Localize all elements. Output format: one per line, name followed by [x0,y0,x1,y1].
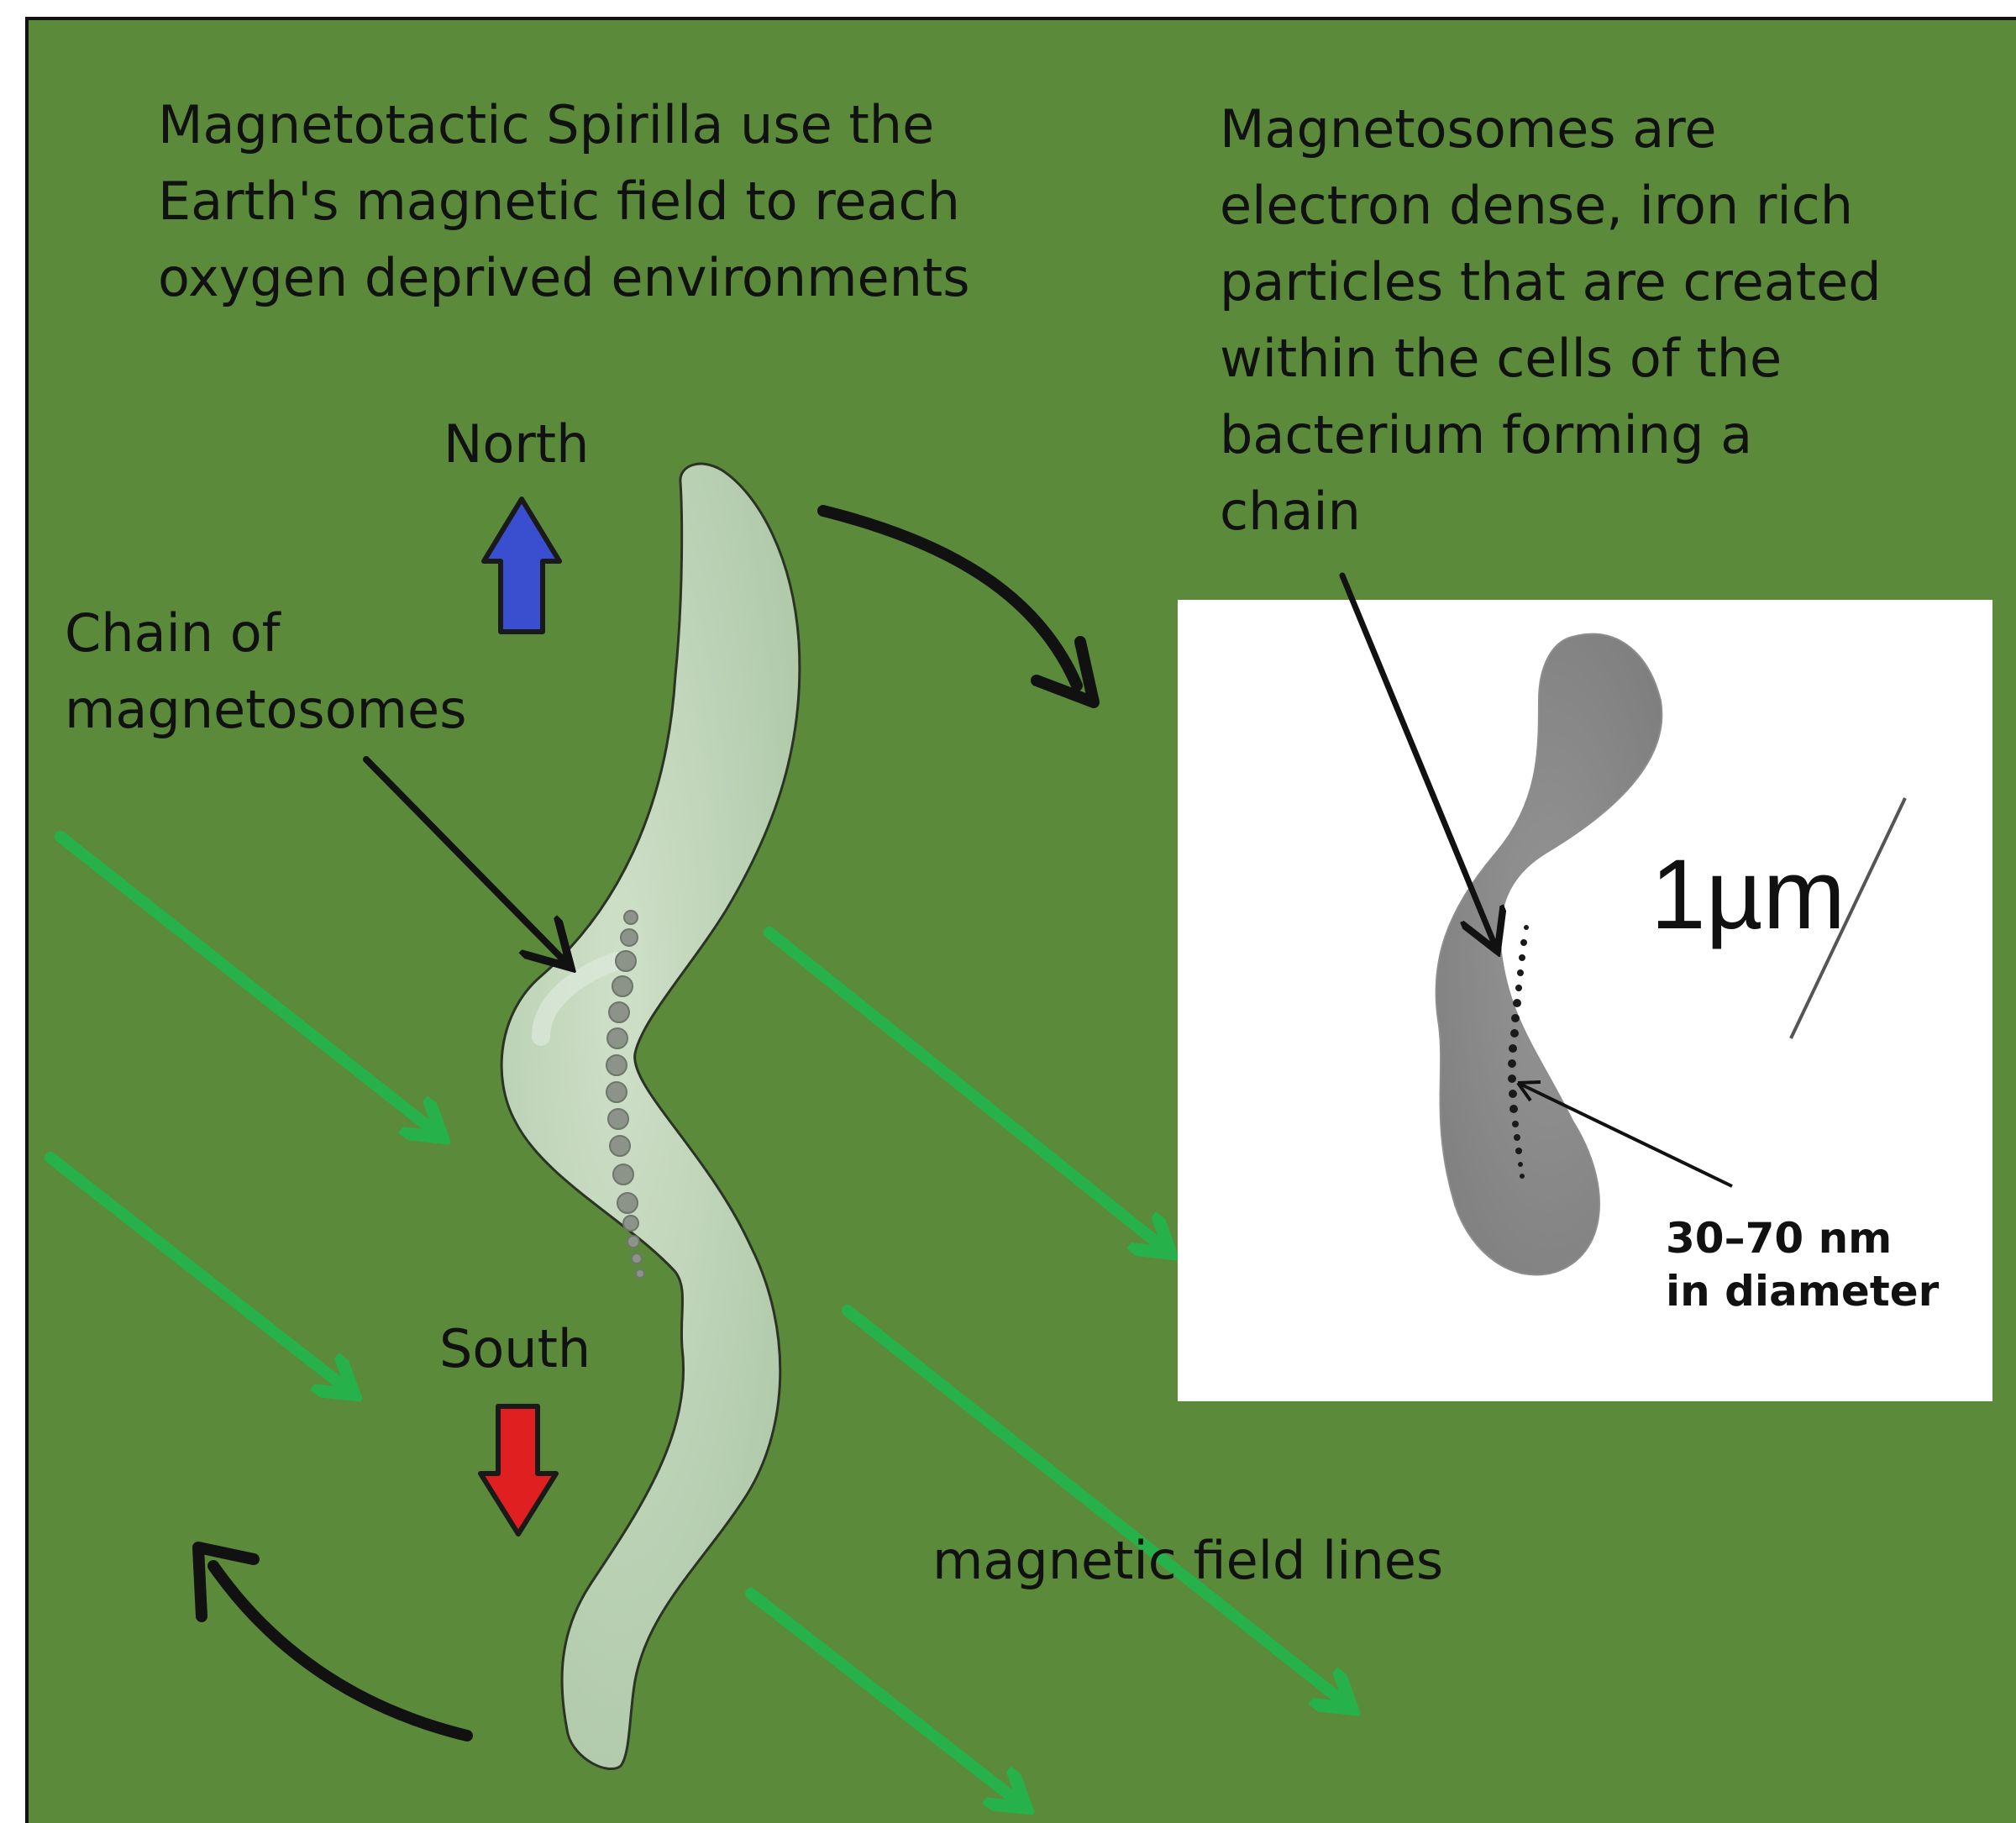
field-line [50,1158,348,1390]
micrograph-particle [1515,1148,1522,1154]
particle-size-label: 30–70 nm in diameter [1666,1212,1939,1318]
field-line [60,837,436,1132]
north-label: North [444,406,589,482]
curved-arrow-icon [823,511,1094,702]
magnetosome [608,1109,628,1129]
micrograph-particle [1519,954,1525,961]
micrograph-particle [1510,1029,1519,1038]
arrow-up-icon [484,499,559,632]
micrograph-particle [1520,939,1527,946]
micrograph-particle [1509,1090,1517,1098]
magnetosome [624,911,638,924]
magnetosome [610,1136,630,1156]
magnetosome [623,1216,638,1231]
micrograph-particle [1518,1162,1523,1167]
scale-bar-label: 1µm [1651,840,1845,949]
magnetosome [612,976,633,996]
micrograph-particle [1509,1044,1517,1053]
south-label: South [439,1311,591,1387]
magnetosome [616,951,636,971]
micrograph-particle [1517,969,1524,976]
field-line [769,933,1164,1248]
micrograph-particle [1524,925,1529,930]
magnetosome [607,1028,627,1048]
chain-label: Chain of magnetosomes [65,595,467,748]
magnetosome [636,1269,644,1278]
chain-pointer [366,759,566,963]
magnetosome [613,1164,633,1185]
bacterium-body [501,464,800,1768]
micrograph-particle [1508,1059,1516,1068]
micrograph-particle [1508,1074,1516,1083]
micrograph-particle [1514,1134,1520,1141]
micrograph-particle [1512,1121,1519,1127]
micrograph-particle [1520,1174,1525,1179]
micrograph-cell [1436,634,1662,1275]
field-line [751,1594,1020,1803]
right-caption: Magnetosomes are electron dense, iron ri… [1220,91,1882,549]
magnetosome [627,1236,639,1248]
magnetosome [617,1193,638,1213]
left-caption: Magnetotactic Spirilla use the Earth's m… [158,87,970,316]
field-lines-label: magnetic field lines [932,1522,1443,1599]
arrow-down-icon [480,1406,556,1534]
magnetosome [606,1082,627,1102]
curved-arrow-icon [198,1547,467,1736]
micrograph-particle [1509,1105,1518,1113]
magnetosome [609,1002,629,1022]
magnetosome [606,1055,627,1075]
magnetosome [632,1253,642,1263]
micrograph-particle [1513,999,1521,1007]
micrograph-particle [1515,985,1522,991]
magnetosome [621,929,638,946]
micrograph-particle [1511,1014,1520,1022]
